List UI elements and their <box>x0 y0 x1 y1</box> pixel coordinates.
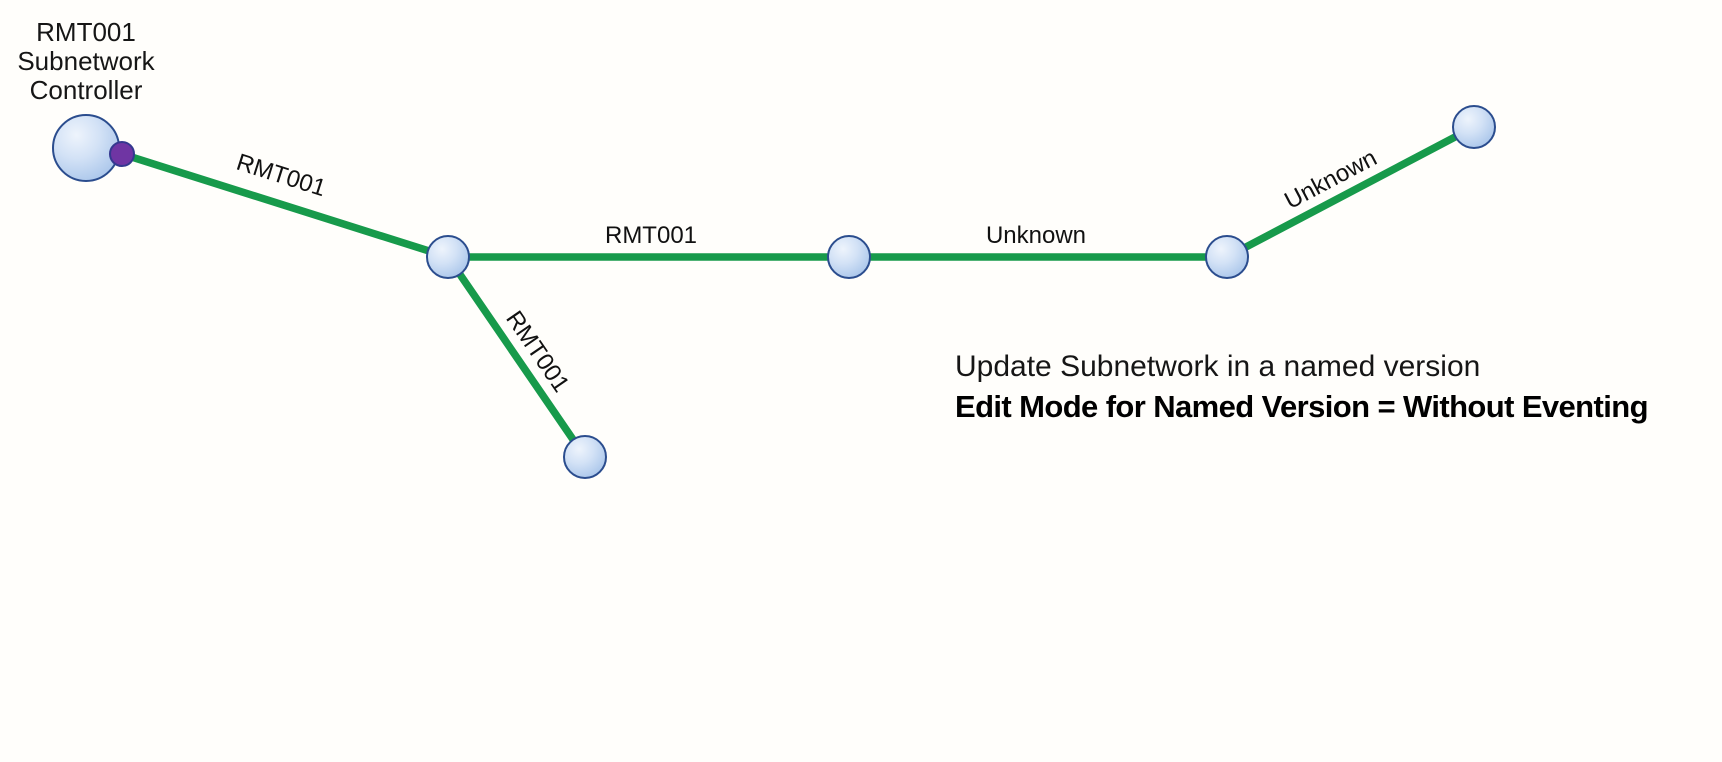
edge-label-rmt001-2: RMT001 <box>604 222 698 249</box>
edge-junction1-endpoint-lower <box>444 253 589 461</box>
node-endpoint-lower <box>563 435 607 479</box>
edge-controller-junction1 <box>118 150 452 261</box>
slide-caption: Update Subnetwork in a named version Edi… <box>955 349 1649 425</box>
node-junction-3 <box>1205 235 1249 279</box>
controller-node-label: RMT001 Subnetwork Controller <box>17 17 155 105</box>
node-endpoint-upper-right <box>1452 105 1496 149</box>
node-junction-2 <box>827 235 871 279</box>
edge-junction3-endpoint-upper <box>1223 123 1478 261</box>
caption-subtitle: Edit Mode for Named Version = Without Ev… <box>955 389 1649 424</box>
caption-title: Update Subnetwork in a named version <box>955 350 1481 383</box>
controller-terminal-dot-icon <box>109 141 135 167</box>
edge-label-unknown-1: Unknown <box>985 222 1087 249</box>
node-junction-1 <box>426 235 470 279</box>
